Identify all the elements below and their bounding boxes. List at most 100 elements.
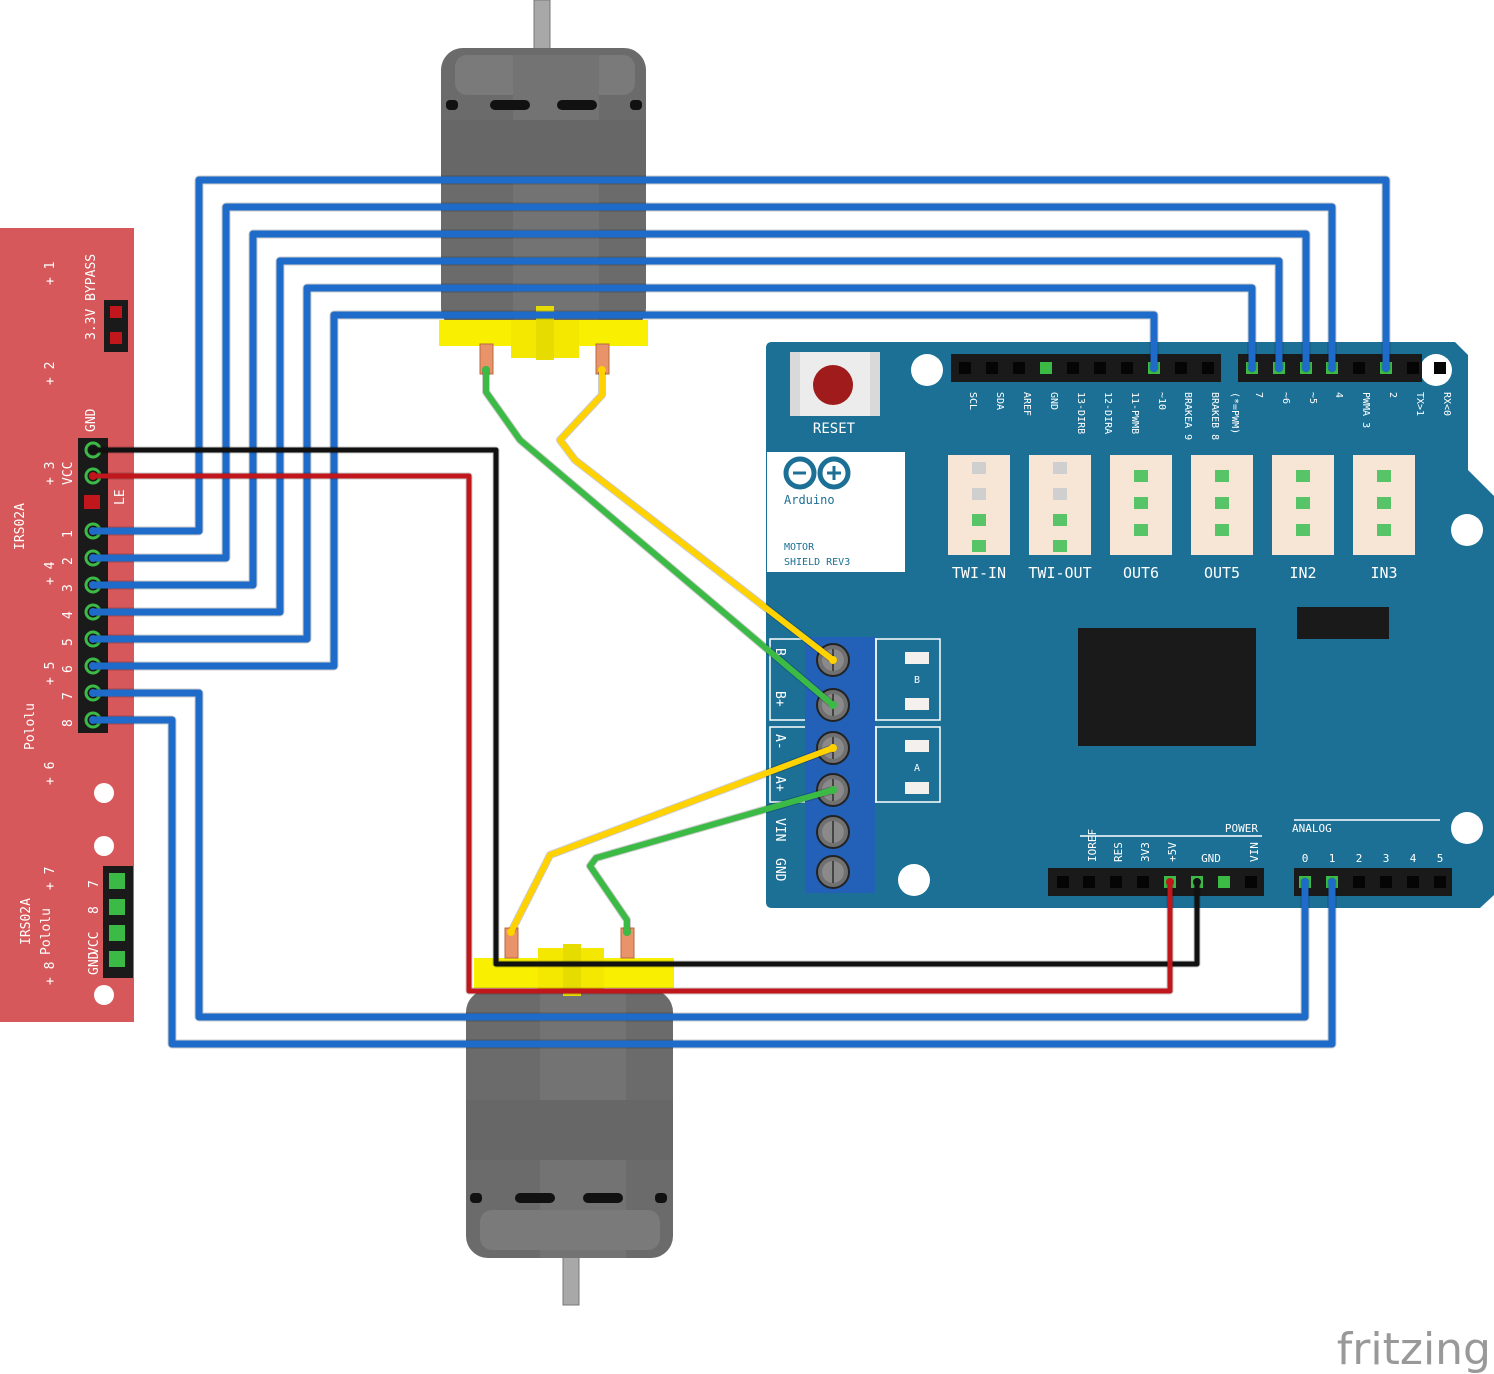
power-pin-label: VIN bbox=[1248, 842, 1261, 862]
mount-hole bbox=[94, 836, 114, 856]
wires bbox=[88, 175, 1391, 1049]
wire-motor-bottom-aplus[interactable] bbox=[587, 787, 836, 935]
channel-number: 7 bbox=[61, 692, 76, 700]
driver-chip bbox=[1078, 628, 1256, 746]
header-label: RX<0 bbox=[1441, 392, 1452, 416]
header-label: 2 bbox=[1387, 392, 1398, 398]
power-pin-label: RES bbox=[1112, 842, 1125, 862]
terminal-label: A- bbox=[772, 734, 787, 750]
terminal-label: B+ bbox=[772, 691, 787, 707]
screw-terminal-block bbox=[805, 637, 875, 893]
connector-in3[interactable]: IN3 bbox=[1353, 455, 1415, 582]
shield-name-2: SHIELD REV3 bbox=[784, 557, 850, 568]
wire-signal-1[interactable] bbox=[89, 176, 1390, 535]
label-brand: IRS02A bbox=[13, 503, 28, 550]
channel-number: 7 bbox=[87, 880, 102, 888]
wire-motor-top-bminus[interactable] bbox=[557, 367, 836, 663]
connector-in2[interactable]: IN2 bbox=[1272, 455, 1334, 582]
header-label: ~6 bbox=[1280, 392, 1291, 404]
header-label: 4 bbox=[1333, 392, 1344, 398]
power-pin-label: +5V bbox=[1166, 842, 1179, 862]
label-bypass: 3.3V BYPASS bbox=[84, 254, 99, 340]
analog-pin-label: 1 bbox=[1329, 852, 1336, 865]
connector-twi-out[interactable]: TWI-OUT bbox=[1028, 455, 1092, 582]
arduino-logo-icon bbox=[783, 456, 851, 490]
wire-signal-5[interactable] bbox=[89, 284, 1256, 643]
motor-top-shaft bbox=[533, 0, 551, 51]
reset-button[interactable] bbox=[790, 352, 880, 416]
header-label: ~10 bbox=[1156, 392, 1167, 410]
analog-pin-label: 2 bbox=[1356, 852, 1363, 865]
header-label: (*=PWM) bbox=[1229, 392, 1240, 434]
mount-hole bbox=[911, 354, 943, 386]
wire-gnd[interactable] bbox=[90, 447, 1200, 967]
connector-label: TWI-IN bbox=[952, 564, 1006, 582]
channel-number: 5 bbox=[61, 638, 76, 646]
header-label: ~5 bbox=[1307, 392, 1318, 404]
analog-pin-label: 4 bbox=[1410, 852, 1417, 865]
mount-hole bbox=[94, 985, 114, 1005]
terminal-label: VIN bbox=[772, 818, 787, 841]
label-gnd: GND bbox=[84, 408, 99, 432]
header-label: BRAKEB 8 bbox=[1209, 392, 1220, 440]
connector-twi-in[interactable]: TWI-IN bbox=[948, 455, 1010, 582]
header-label: 12-DIRA bbox=[1102, 392, 1113, 434]
channel-number: 2 bbox=[61, 557, 76, 565]
header-label: 13-DIRB bbox=[1075, 392, 1086, 434]
connector-out6[interactable]: OUT6 bbox=[1110, 455, 1172, 582]
power-pin-label: GND bbox=[1201, 852, 1221, 865]
wire-signal-8[interactable] bbox=[89, 716, 1336, 1048]
plus-label: + 1 bbox=[43, 262, 58, 285]
motor-bottom bbox=[466, 927, 674, 1306]
wire-signal-7[interactable] bbox=[89, 689, 1309, 1021]
brand-label: Arduino bbox=[784, 493, 835, 507]
wire-signal-2[interactable] bbox=[89, 203, 1336, 562]
channel-number: 1 bbox=[61, 530, 76, 538]
channel-number: 6 bbox=[61, 665, 76, 673]
header-power bbox=[1048, 868, 1264, 896]
header-analog bbox=[1294, 868, 1452, 896]
header-label: AREF bbox=[1021, 392, 1032, 416]
plus-label: + 6 bbox=[43, 762, 58, 785]
connector-label: OUT6 bbox=[1123, 564, 1159, 582]
mount-hole bbox=[898, 864, 930, 896]
fritzing-watermark: fritzing bbox=[1337, 1324, 1491, 1374]
analog-pin-label: 3 bbox=[1383, 852, 1390, 865]
connector-label: IN2 bbox=[1289, 564, 1316, 582]
shield-name-1: MOTOR bbox=[784, 542, 815, 553]
wire-motor-top-bplus[interactable] bbox=[483, 367, 836, 708]
header-label: SDA bbox=[994, 392, 1005, 410]
analog-pin-label: 5 bbox=[1437, 852, 1444, 865]
motor-bottom-shaft bbox=[562, 1249, 580, 1306]
power-pin-label: IOREF bbox=[1086, 829, 1099, 862]
connector-label: OUT5 bbox=[1204, 564, 1240, 582]
plus-label: + 8 bbox=[43, 962, 58, 985]
mount-hole bbox=[1451, 812, 1483, 844]
plus-label: + 5 bbox=[43, 662, 58, 685]
wire-motor-bottom-aminus[interactable] bbox=[508, 745, 836, 935]
label-pololu-bottom: Pololu bbox=[39, 908, 54, 955]
wire-signal-3[interactable] bbox=[89, 230, 1310, 589]
header-label: TX>1 bbox=[1414, 392, 1425, 416]
header-label: GND bbox=[1048, 392, 1059, 410]
wire-vcc[interactable] bbox=[90, 473, 1173, 994]
label-vcc: VCC bbox=[61, 462, 76, 485]
analog-pin-label: 0 bbox=[1302, 852, 1309, 865]
reset-label: RESET bbox=[813, 421, 856, 437]
connector-label: IN3 bbox=[1370, 564, 1397, 582]
channel-b-label: B bbox=[914, 675, 920, 686]
power-pin-label: 3V3 bbox=[1139, 842, 1152, 862]
header-label: BRAKEA 9 bbox=[1182, 392, 1193, 440]
label-pololu: Pololu bbox=[23, 703, 38, 750]
terminal-label: GND bbox=[772, 858, 787, 882]
connector-out5[interactable]: OUT5 bbox=[1191, 455, 1253, 582]
wire-signal-4[interactable] bbox=[89, 257, 1283, 616]
channel-number: 3 bbox=[61, 584, 76, 592]
plus-label: + 7 bbox=[43, 867, 58, 890]
wire-signal-6[interactable] bbox=[89, 311, 1158, 670]
channel-number: 8 bbox=[87, 906, 102, 914]
channel-a-label: A bbox=[914, 763, 920, 774]
header-label: SCL bbox=[967, 392, 978, 410]
plus-label: + 2 bbox=[43, 362, 58, 385]
